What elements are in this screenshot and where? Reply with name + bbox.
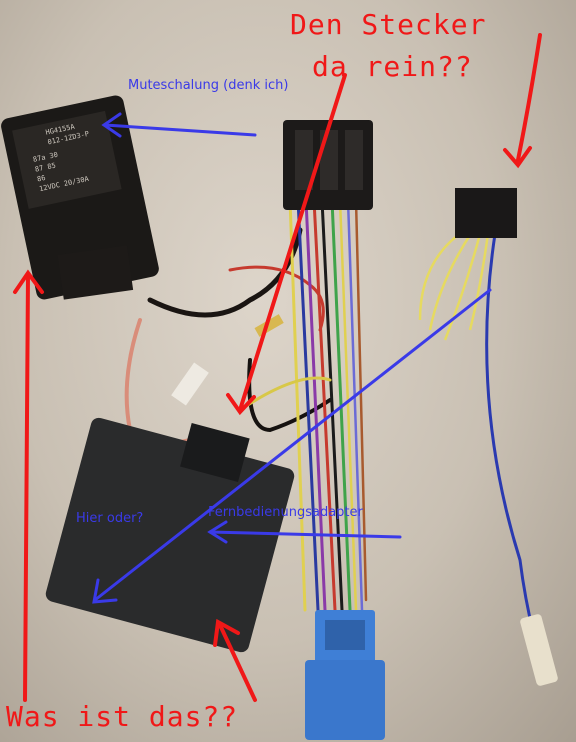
annotation-hier: Hier oder?	[76, 511, 144, 526]
wire-bundle	[124, 198, 368, 612]
arrow-was-ist	[218, 623, 257, 702]
relay-module	[1, 95, 159, 300]
arrow-to-box-head	[226, 393, 256, 416]
annotation-stecker-line-1: Den Stecker	[290, 8, 487, 41]
arrow-to-hier	[93, 288, 492, 602]
annotation-was-ist-das: Was ist das??	[6, 700, 239, 733]
spade-terminal	[254, 314, 284, 337]
arrow-to-fern-head	[207, 520, 228, 544]
blue-iso-connector	[305, 610, 385, 740]
remote-adapter-box	[45, 417, 295, 653]
white-inline-connector	[171, 362, 209, 406]
annotation-mute: Muteschalung (denk ich)	[128, 78, 289, 93]
arrow-to-fern	[208, 530, 402, 539]
arrow-to-relay	[23, 273, 30, 702]
arrow-to-relay-head	[13, 269, 44, 294]
relay-marking-5: 86	[36, 174, 46, 184]
arrow-was-ist-head	[213, 618, 240, 647]
arrow-to-mute	[103, 123, 257, 137]
red-annotation-arrows	[13, 33, 542, 702]
annotation-stecker-line-2: da rein??	[312, 50, 473, 83]
yellow-wire-plug	[418, 188, 558, 686]
arrow-to-box	[238, 73, 347, 412]
harness-top-connector	[283, 120, 373, 210]
arrow-to-plug	[516, 33, 542, 162]
arrow-to-plug-head	[503, 146, 532, 169]
arrow-to-hier-head	[92, 578, 118, 604]
annotation-fernbedienung: Fernbedienungsadapter	[208, 505, 363, 520]
arrow-to-mute-head	[101, 112, 122, 138]
blue-annotation-arrows	[92, 112, 492, 604]
